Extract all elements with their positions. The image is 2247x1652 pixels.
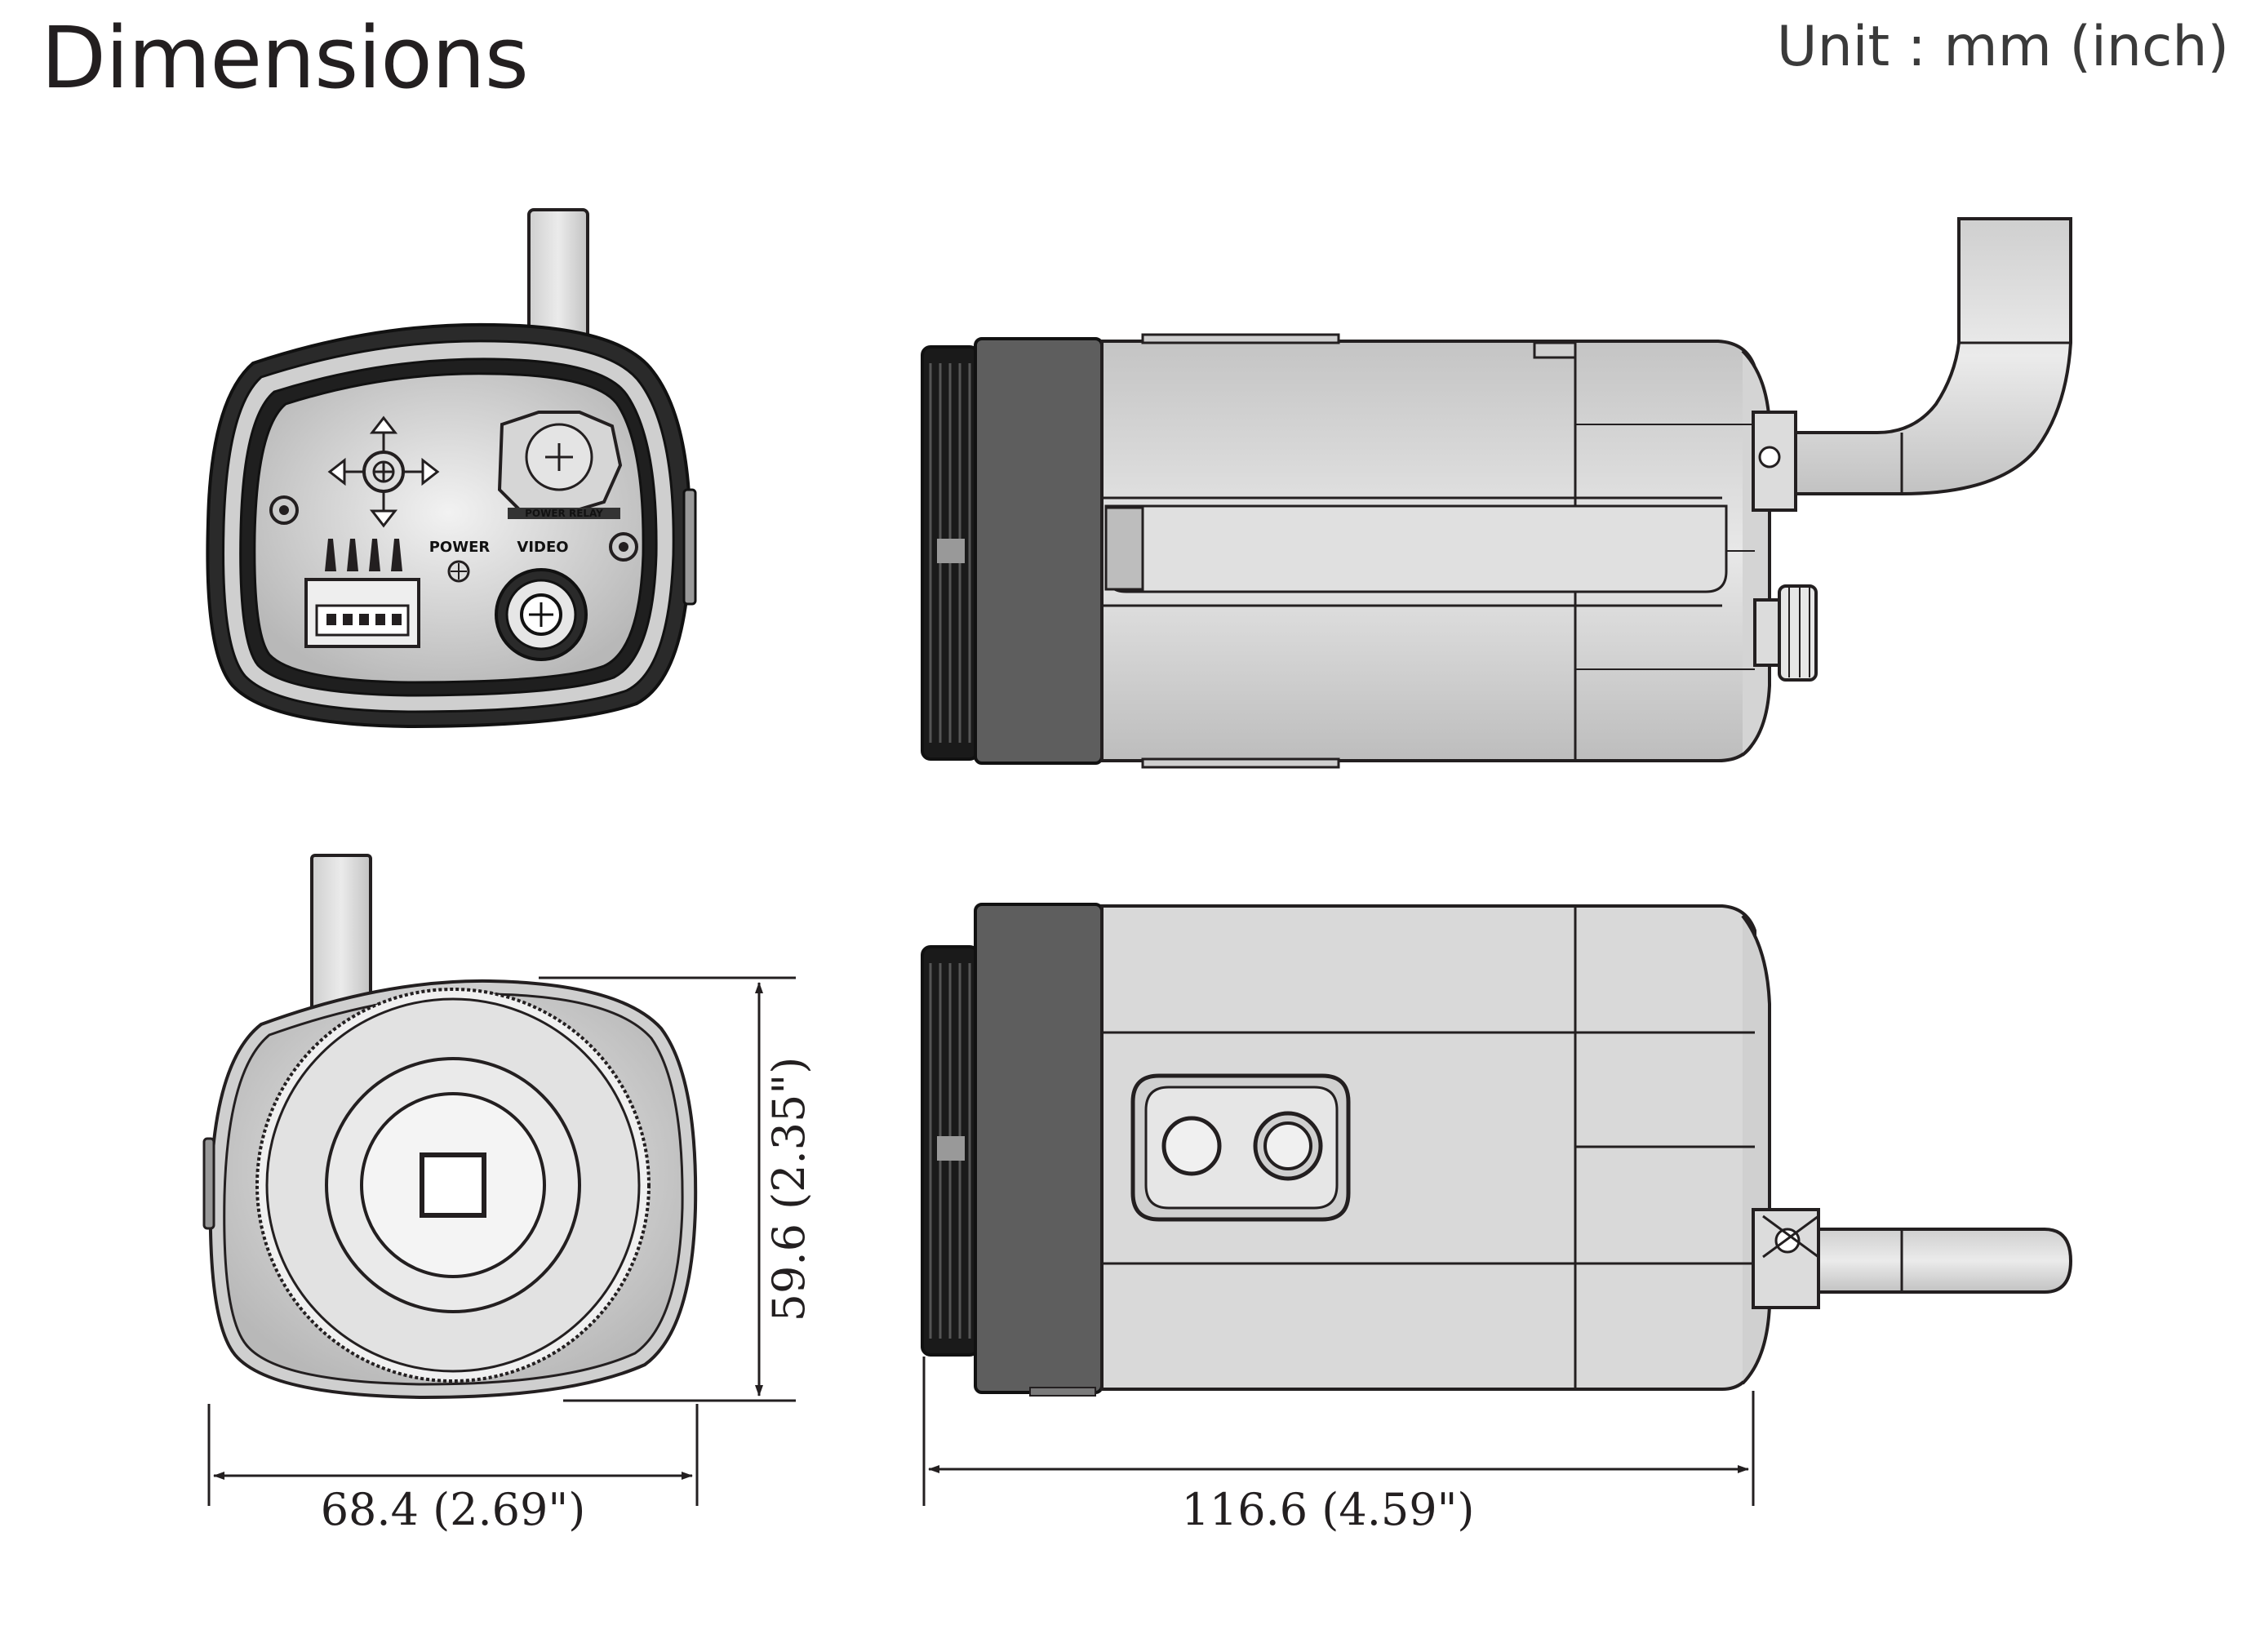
height-label: 59.6 (2.35") — [763, 1057, 815, 1322]
power-relay-label: POWER RELAY — [525, 508, 603, 519]
screw-icon — [269, 495, 638, 562]
terminal-block-icon — [304, 539, 420, 648]
video-label: VIDEO — [517, 539, 568, 556]
page-title: Dimensions — [41, 8, 529, 108]
width-label: 68.4 (2.69") — [321, 1484, 586, 1535]
side-view-bottom — [921, 903, 2073, 1397]
video-connector-icon — [495, 568, 588, 661]
image-sensor-icon — [420, 1152, 486, 1218]
power-label: POWER — [429, 539, 491, 556]
dimension-lines — [207, 976, 1755, 1506]
rear-view: POWER RELAY — [206, 208, 697, 729]
side-view-top — [921, 217, 2072, 769]
front-view — [202, 854, 698, 1400]
front-ring — [974, 337, 1104, 765]
front-antenna — [310, 854, 372, 1012]
side-antenna — [1786, 217, 2072, 495]
power-relay-label-box — [508, 508, 620, 519]
unit-note: Unit : mm (inch) — [1776, 15, 2229, 79]
side-antenna-bottom — [1814, 1228, 2073, 1294]
joystick-icon — [327, 415, 440, 528]
length-label: 116.6 (4.59") — [1182, 1484, 1475, 1535]
mount-hole-icon — [1161, 1116, 1222, 1176]
